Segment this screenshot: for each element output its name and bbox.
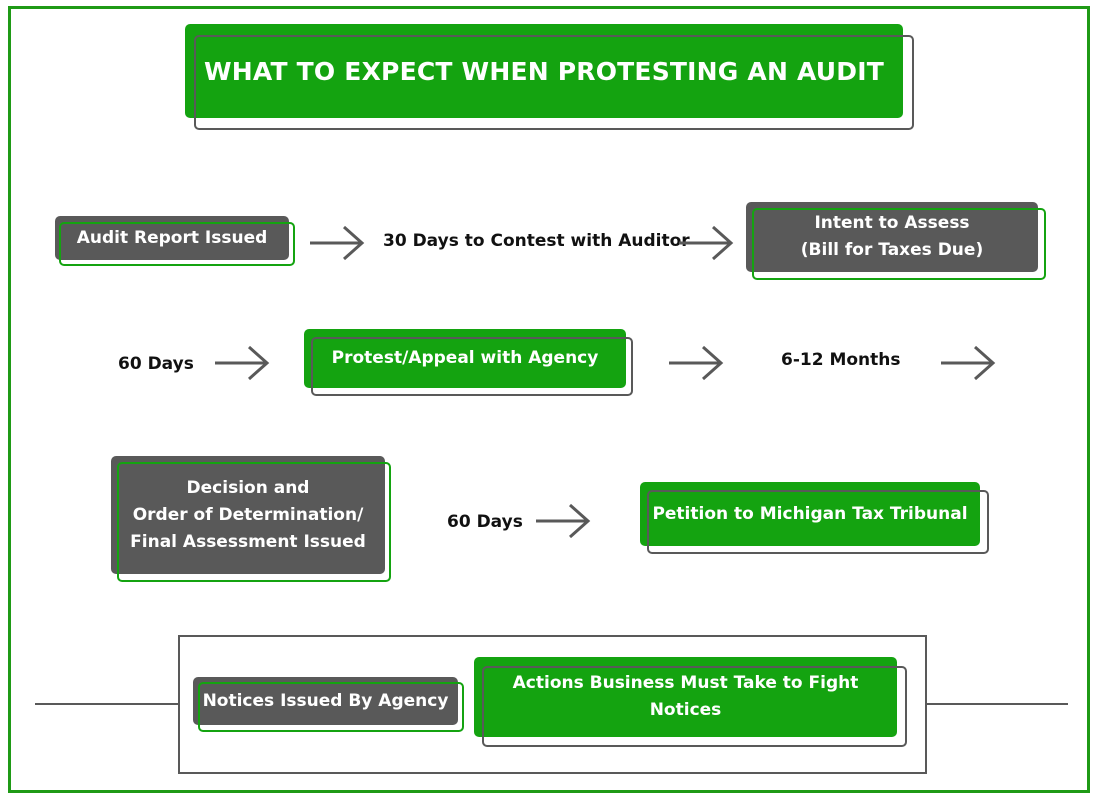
title-outline [194,35,914,130]
petition-label: Petition to Michigan Tax Tribunal [640,482,980,546]
legend-frame [178,635,927,774]
title-text: WHAT TO EXPECT WHEN PROTESTING AN AUDIT [185,24,903,118]
audit-report-outline [59,222,295,266]
petition-outline [647,490,989,554]
row3-days-label: 60 Days [447,512,523,532]
diagram-frame [8,6,1090,793]
intent-outline [752,208,1046,280]
intent-label: Intent to Assess (Bill for Taxes Due) [746,202,1038,272]
months-label: 6-12 Months [781,350,901,370]
arrow-right-icon [941,345,996,381]
protest-outline [311,337,633,396]
legend-notices-label: Notices Issued By Agency [193,677,458,725]
legend-actions-label: Actions Business Must Take to Fight Noti… [474,657,897,737]
arrow-right-icon [215,345,270,381]
decision-outline [117,462,391,582]
row2-days-label: 60 Days [118,354,194,374]
contest-label: 30 Days to Contest with Auditor [383,231,690,251]
legend-rule-right [926,703,1068,705]
arrow-right-icon [679,225,734,261]
legend-rule-left [35,703,179,705]
decision-label: Decision and Order of Determination/ Fin… [111,456,385,574]
arrow-right-icon [536,503,591,539]
arrow-right-icon [669,345,724,381]
legend-actions-outline [482,666,907,747]
legend-notices-outline [198,682,464,732]
arrow-right-icon [310,225,365,261]
